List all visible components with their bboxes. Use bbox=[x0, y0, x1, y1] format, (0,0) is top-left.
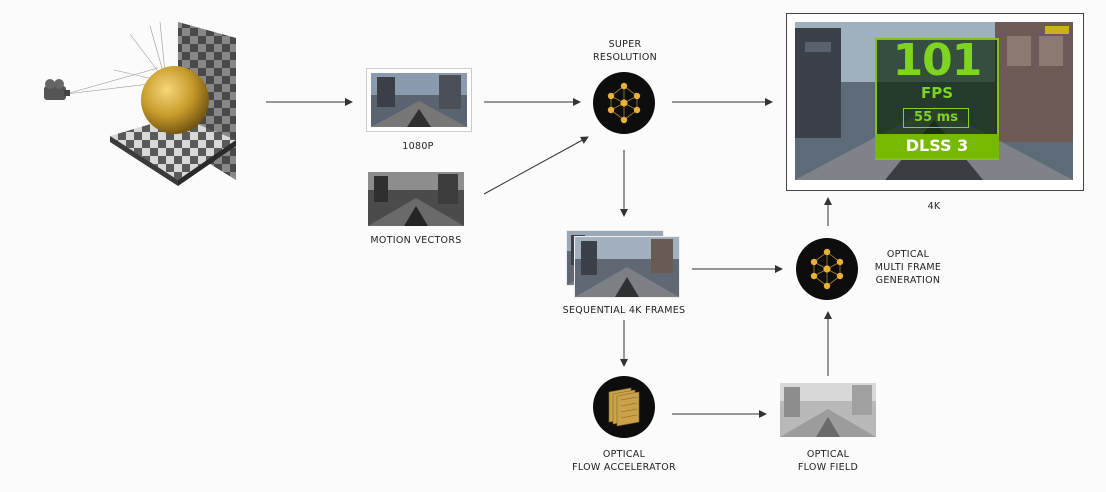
label-motion-vectors: MOTION VECTORS bbox=[370, 235, 462, 246]
flow-accelerator-node bbox=[593, 376, 655, 438]
label-flow-accelerator: OPTICAL FLOW ACCELERATOR bbox=[572, 449, 676, 473]
render-scene-illustration bbox=[44, 21, 236, 186]
floor-shape bbox=[110, 116, 236, 180]
label-super-resolution: SUPER RESOLUTION bbox=[592, 39, 658, 63]
super-resolution-node bbox=[593, 72, 655, 134]
game-screenshot-4k: 101 FPS 55 ms DLSS 3 bbox=[795, 22, 1073, 180]
fps-value: 101 bbox=[892, 35, 983, 86]
multi-frame-generation-node bbox=[796, 238, 858, 300]
label-multi-frame-generation: OPTICAL MULTI FRAME GENERATION bbox=[874, 249, 942, 286]
frame-front-image bbox=[575, 237, 679, 297]
label-sequential-frames: SEQUENTIAL 4K FRAMES bbox=[562, 305, 686, 316]
arrow-motion-vectors-to-super-resolution bbox=[483, 136, 589, 195]
label-1080p: 1080P bbox=[402, 141, 434, 152]
gold-sphere bbox=[141, 66, 209, 134]
neural-network-icon bbox=[607, 82, 641, 124]
fps-unit: FPS bbox=[920, 84, 954, 102]
fps-overlay-border bbox=[875, 38, 999, 160]
thumbnail-1080p bbox=[366, 68, 472, 132]
optical-flow-image bbox=[780, 383, 876, 437]
latency-readout: 55 ms bbox=[903, 108, 969, 128]
thumbnail-optical-flow-field bbox=[780, 383, 876, 437]
floor-edge bbox=[110, 136, 178, 186]
stacked-layers-icon bbox=[608, 387, 640, 427]
output-4k-frame: 101 FPS 55 ms DLSS 3 bbox=[786, 13, 1084, 191]
game-scene-image bbox=[371, 73, 467, 127]
motion-vector-image bbox=[368, 172, 464, 226]
camera-icon bbox=[44, 79, 70, 100]
label-optical-flow-field: OPTICAL FLOW FIELD bbox=[797, 449, 859, 473]
floor-edge-side bbox=[178, 140, 236, 186]
frame-front bbox=[574, 236, 680, 298]
label-4k: 4K bbox=[927, 201, 941, 212]
dlss-badge: DLSS 3 bbox=[875, 134, 999, 158]
thumbnail-motion-vectors bbox=[368, 172, 464, 226]
neural-network-icon bbox=[810, 248, 844, 290]
